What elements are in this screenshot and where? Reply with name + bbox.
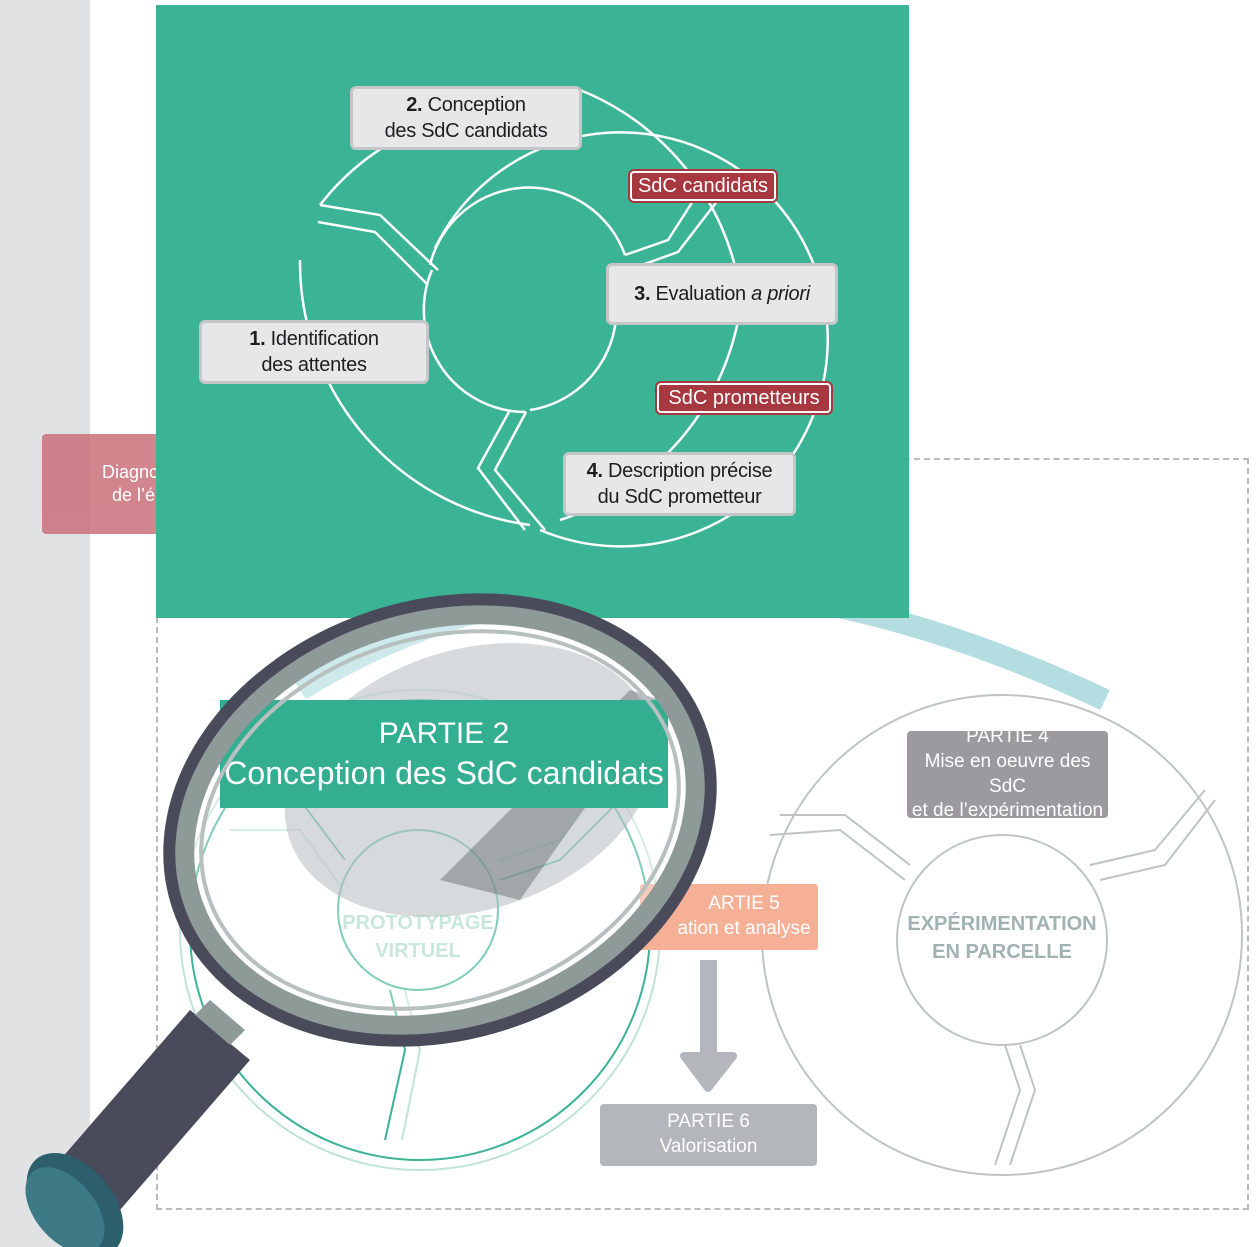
step1-line1: Identification xyxy=(265,328,379,350)
magnifier-handle xyxy=(25,1000,250,1247)
step2-line2: des SdC candidats xyxy=(384,120,548,142)
partie5-subtitle: ation et analyse xyxy=(677,918,811,939)
partie2-subtitle: Conception des SdC candidats xyxy=(224,754,664,791)
experimentation-line1: EXPÉRIMENTATION xyxy=(907,913,1097,935)
step2-number: 2. xyxy=(406,94,423,116)
step3-number: 3. xyxy=(634,283,651,305)
diagnostic-line2: de l’é xyxy=(112,485,156,505)
step4-line1: Description précise xyxy=(602,460,773,482)
experimentation-line2: EN PARCELLE xyxy=(932,941,1072,963)
partie6-subtitle: Valorisation xyxy=(659,1136,758,1157)
partie4-line2: et de l’expérimentation xyxy=(911,800,1104,822)
tag-sdc-candidats: SdC candidats xyxy=(628,169,778,203)
prototypage-label: PROTOTYPAGE VIRTUEL xyxy=(330,906,506,968)
partie6-title: PARTIE 6 xyxy=(667,1111,750,1133)
partie2-label: PARTIE 2 Conception des SdC candidats xyxy=(220,700,668,808)
step3-text: Evaluation xyxy=(650,283,752,305)
prototypage-line1: PROTOTYPAGE xyxy=(342,912,494,934)
experimentation-label: EXPÉRIMENTATION EN PARCELLE xyxy=(890,905,1114,971)
step1-line2: des attentes xyxy=(261,354,367,376)
step1-identification-box: 1. Identification des attentes xyxy=(199,320,429,384)
partie4-label: PARTIE 4 Mise en oeuvre des SdC et de l’… xyxy=(907,726,1108,821)
partie2-title: PARTIE 2 xyxy=(378,716,510,750)
step4-number: 4. xyxy=(586,460,603,482)
left-sidebar-strip xyxy=(0,0,90,1247)
step4-description-box: 4. Description précise du SdC prometteur xyxy=(563,452,796,516)
partie4-title: PARTIE 4 xyxy=(966,726,1049,748)
prototypage-line2: VIRTUEL xyxy=(375,940,461,962)
partie5-title: ARTIE 5 xyxy=(708,893,780,915)
tag-sdc-candidats-label: SdC candidats xyxy=(637,175,769,197)
step1-number: 1. xyxy=(249,328,266,350)
down-arrow-icon xyxy=(680,960,737,1092)
partie6-label: PARTIE 6 Valorisation xyxy=(600,1104,817,1166)
tag-sdc-prometteurs-label: SdC prometteurs xyxy=(668,387,820,409)
step3-italic: a priori xyxy=(751,283,810,305)
diagnostic-line1: Diagnc xyxy=(102,461,159,482)
step4-line2: du SdC prometteur xyxy=(597,486,762,508)
tag-sdc-prometteurs: SdC prometteurs xyxy=(655,381,833,415)
step2-conception-box: 2. Conception des SdC candidats xyxy=(350,86,582,150)
partie4-line1: Mise en oeuvre des SdC xyxy=(924,750,1091,797)
step2-line1: Conception xyxy=(422,94,527,116)
step3-evaluation-box: 3. Evaluation a priori xyxy=(606,263,838,325)
